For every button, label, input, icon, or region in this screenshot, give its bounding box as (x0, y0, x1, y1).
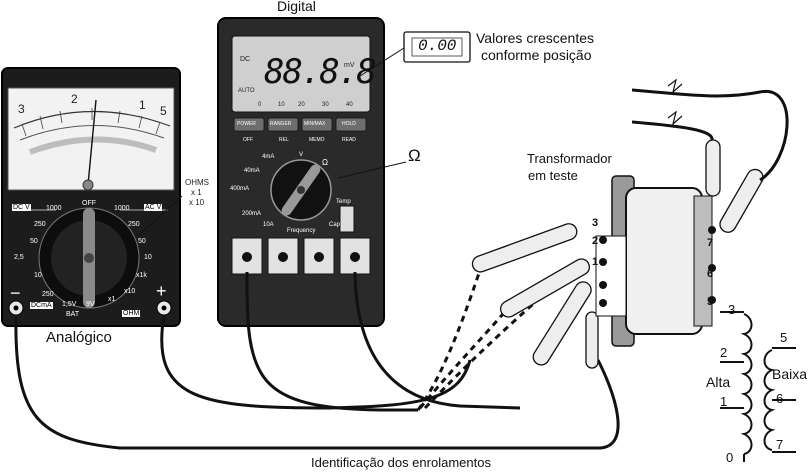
left-range-2-5: 2,5 (14, 254, 24, 261)
terminal-6: 6 (707, 268, 714, 280)
alta-label: Alta (706, 374, 731, 390)
bat-label: BAT (66, 311, 80, 318)
baixa-tap-7: 7 (776, 437, 784, 452)
left-range-50: 50 (30, 238, 38, 245)
transformer-line1: Transformador (527, 151, 612, 166)
lcd-scale-20: 20 (298, 102, 305, 108)
btn-power[interactable]: POWER (237, 121, 256, 127)
test-leads (14, 271, 620, 450)
right-range-1000: 1000 (114, 205, 130, 212)
dashed-leads (416, 269, 547, 411)
alta-tap-0: 0 (726, 450, 734, 465)
digital-title: Digital (277, 0, 316, 14)
alta-tap-1: 1 (720, 394, 728, 409)
omega-label: Ω (408, 146, 421, 165)
btn-rel: REL (279, 137, 289, 143)
lcd-scale-10: 10 (278, 102, 285, 108)
analog-title: Analógico (46, 329, 112, 346)
dial-ohm: Ω (322, 158, 328, 167)
dial-40ma: 40mA (244, 168, 260, 174)
ohms-note-title: OHMS (185, 178, 209, 187)
scale-mark-1: 1 (139, 98, 146, 112)
lcd-scale-30: 30 (322, 102, 329, 108)
caption: Identificação dos enrolamentos (311, 455, 491, 470)
analog-meter (1, 67, 181, 327)
dial-400ma: 400mA (230, 186, 250, 192)
dial-temp: Temp (336, 199, 351, 205)
ohms-note-x1: x 1 (191, 188, 202, 197)
dial-200ma: 200mA (242, 211, 262, 217)
transformer-line2: em teste (528, 168, 578, 183)
terminal-2: 2 (592, 235, 599, 247)
ohms-note-x10: x 10 (189, 198, 205, 207)
minus-sign: − (10, 283, 21, 303)
right-range-10: 10 (144, 254, 152, 261)
btn-minmax[interactable]: MIN/MAX (304, 121, 326, 127)
terminal-3: 3 (592, 217, 599, 229)
scale-mark-2: 2 (71, 92, 78, 106)
right-range-50: 50 (138, 238, 146, 245)
dial-4ma: 4mA (262, 154, 275, 160)
left-range-250: 250 (34, 221, 46, 228)
right-range-x10: x10 (124, 288, 136, 295)
ohms-pointer (137, 195, 183, 237)
terminal-5: 5 (707, 296, 714, 308)
digital-meter (217, 17, 385, 327)
right-range-x1: x1 (108, 296, 116, 303)
transformer (595, 175, 716, 347)
left-range-10: 10 (34, 272, 42, 279)
dcma-label: DCmA (30, 302, 53, 309)
terminal-1: 1 (592, 256, 599, 268)
btn-ranger[interactable]: RANGER (270, 121, 292, 127)
lcd-digits: 88.8.8 (264, 52, 377, 92)
btn-read: READ (342, 137, 356, 143)
probes (471, 139, 764, 369)
bat-9v: 9V (86, 301, 95, 308)
alta-tap-2: 2 (720, 345, 728, 360)
omega-pointer (337, 161, 407, 179)
lcd-scale-0: 0 (258, 102, 262, 108)
scale-mark-5: 5 (160, 104, 167, 118)
baixa-tap-5: 5 (780, 330, 788, 345)
acv-label: AC V (144, 204, 163, 211)
callout-line1: Valores crescentes (476, 30, 595, 46)
dial-10a: 10A (263, 222, 274, 228)
dial-frequency: Frequency (287, 228, 316, 234)
top-leads (631, 88, 789, 182)
lcd-scale-40: 40 (346, 102, 353, 108)
lcd-dc: DC (240, 56, 251, 63)
lcd-auto: AUTO (238, 88, 255, 94)
btn-hold[interactable]: HOLD (342, 121, 356, 127)
scale-mark-3: 3 (18, 102, 25, 116)
left-range-1000: 1000 (46, 205, 62, 212)
off-label: OFF (82, 200, 96, 207)
callout-graphic (359, 31, 471, 77)
dial-v: V (299, 152, 304, 158)
dcv-label: DC V (12, 204, 31, 211)
baixa-label: Baixa (772, 366, 808, 382)
winding-symbol (720, 311, 796, 462)
callout-line2: conforme posição (481, 47, 592, 63)
lcd-mv: mV (344, 62, 355, 69)
btn-off: OFF (243, 137, 253, 143)
dial-cap: Cap (329, 222, 341, 228)
baixa-tap-6: 6 (776, 391, 784, 406)
ohm-label: OHM (122, 310, 141, 317)
right-range-x1k: x1k (136, 272, 147, 279)
terminal-7: 7 (707, 237, 714, 249)
right-range-250: 250 (128, 221, 140, 228)
btn-memo: MEMO (309, 137, 325, 143)
bat-1-5v: 1,5V (62, 301, 77, 308)
left-range-250b: 250 (42, 291, 54, 298)
callout-readout: 0.00 (418, 37, 457, 55)
alta-tap-3: 3 (728, 302, 736, 317)
plus-sign: + (156, 281, 167, 301)
